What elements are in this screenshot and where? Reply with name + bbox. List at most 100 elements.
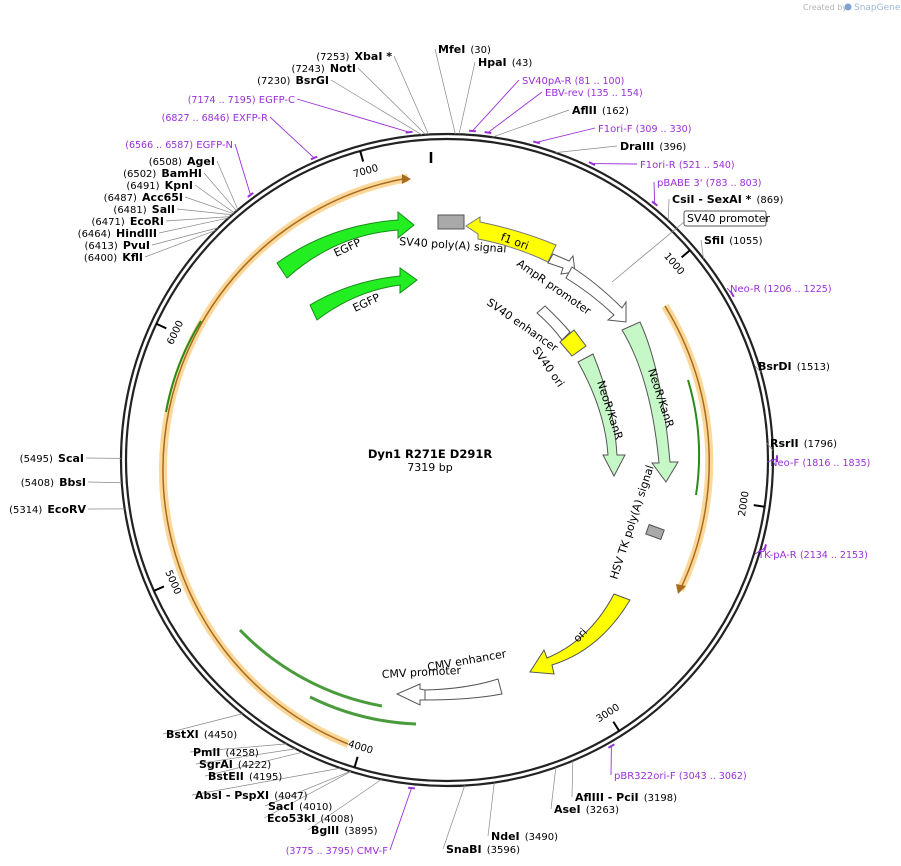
sv40-promoter-label: SV40 promoter	[687, 212, 771, 225]
site-leader	[165, 216, 231, 222]
restriction-sites: MfeI (30)HpaI (43) AflII (162) DraIII (396…	[9, 38, 837, 857]
primer-leader	[296, 98, 410, 133]
credit-brand[interactable]: SnapGene	[854, 3, 901, 13]
site-label[interactable]: SnaBI (3596)	[446, 838, 520, 857]
site-label[interactable]: BglII (3895)	[311, 819, 378, 838]
sv40-ori-box[interactable]	[559, 329, 587, 357]
sv40-polya-box[interactable]	[437, 214, 465, 230]
site-label[interactable]: AflIII - PciI (3198)	[575, 786, 677, 805]
primer-label[interactable]: (7174 .. 7195) EGFP-C	[188, 95, 295, 106]
site-leader	[195, 748, 296, 765]
sv40-promoter-arrow[interactable]	[565, 266, 627, 323]
site-leader	[555, 145, 618, 154]
site-label[interactable]: AseI (3263)	[554, 798, 619, 817]
primer-label[interactable]: pBR322ori-F (3043 .. 3062)	[614, 771, 747, 782]
site-leader	[330, 79, 423, 136]
ruler-tick	[680, 249, 691, 259]
primer-mark	[651, 200, 658, 207]
site-label[interactable]: (7243) NotI	[292, 57, 356, 76]
site-label[interactable]: (6481) SalI	[113, 198, 175, 217]
site-label[interactable]: (5408) BbsI	[21, 471, 86, 490]
site-label[interactable]: (6491) KpnI	[126, 174, 193, 193]
site-leader	[144, 229, 216, 258]
site-label[interactable]: (5495) ScaI	[20, 447, 84, 466]
site-label[interactable]: (6471) EcoRI	[91, 210, 164, 229]
site-label[interactable]: CsiI - SexAI * (869)	[672, 188, 783, 207]
cmv-enhancer-arrow[interactable]	[424, 678, 503, 701]
site-label[interactable]: RsrII (1796)	[770, 432, 837, 451]
snapgene-logo-icon	[844, 3, 852, 11]
site-label[interactable]: (5314) EcoRV	[9, 498, 86, 517]
site-label[interactable]: NdeI (3490)	[491, 825, 558, 844]
egfp-arrow-outer[interactable]	[276, 210, 415, 279]
site-leader	[434, 48, 456, 135]
cmv-promoter-arrow[interactable]	[395, 683, 426, 706]
site-label[interactable]: BstEII (4195)	[208, 765, 282, 784]
site-leader	[263, 771, 352, 819]
site-leader	[700, 239, 704, 259]
site-label[interactable]: (7253) XbaI *	[316, 45, 392, 64]
neor-arrow-inner[interactable]	[577, 353, 626, 478]
primer-mark	[588, 161, 596, 166]
hsv-tk-polya-box[interactable]	[645, 523, 665, 541]
primer-label[interactable]: SV40pA-R (81 .. 100)	[522, 76, 624, 87]
ruler-label: 6000	[165, 319, 186, 347]
site-leader	[393, 55, 429, 135]
orf-inner-arc-left	[165, 320, 202, 413]
site-leader	[176, 208, 233, 216]
site-label[interactable]: (6502) BamHI	[123, 162, 202, 181]
site-label[interactable]: (6413) PvuI	[84, 234, 150, 253]
site-leader	[194, 184, 235, 214]
site-label[interactable]: DraIII (396)	[620, 135, 686, 154]
f1-ori-arrow[interactable]	[465, 216, 557, 263]
site-label[interactable]: (6487) Acc65I	[104, 186, 183, 205]
primer-sites: SV40pA-R (81 .. 100)EBV-rev (135 .. 154)…	[125, 76, 870, 857]
orf-inner-arc-right	[687, 379, 701, 496]
primer-label[interactable]: F1ori-R (521 .. 540)	[640, 160, 735, 171]
primer-label[interactable]: (6566 .. 6587) EGFP-N	[125, 140, 233, 151]
primer-label[interactable]: Neo-R (1206 .. 1225)	[730, 284, 832, 295]
primer-mark	[310, 155, 318, 161]
egfp-arrow-inner[interactable]	[309, 267, 418, 321]
site-leader	[766, 442, 774, 451]
primer-label[interactable]: pBABE 3' (783 .. 803)	[657, 178, 761, 189]
site-label[interactable]: PmlI (4258)	[193, 741, 259, 760]
primer-label[interactable]: Neo-F (1816 .. 1835)	[770, 458, 870, 469]
site-leader	[754, 365, 762, 373]
cmv-promoter-label: CMV promoter	[381, 664, 461, 681]
orf-arc-left-line	[162, 177, 409, 745]
orf-inner-arc-bottom	[238, 628, 383, 708]
primer-label[interactable]: F1ori-F (309 .. 330)	[598, 124, 691, 135]
site-label[interactable]: SfiI (1055)	[704, 229, 763, 248]
site-label[interactable]: MfeI (30)	[438, 38, 491, 57]
site-label[interactable]: Eco53kI (4008)	[267, 807, 354, 826]
credit-prefix: Created by	[803, 3, 847, 12]
primer-label[interactable]: EBV-rev (135 .. 154)	[545, 88, 643, 99]
primer-label[interactable]: TK-pA-R (2134 .. 2153)	[757, 550, 868, 561]
sv40-enhancer-arrow[interactable]	[536, 305, 571, 341]
primer-label[interactable]: (3775 .. 3795) CMV-F	[286, 846, 389, 857]
neor-arrow-outer[interactable]	[621, 321, 679, 483]
ampr-promoter-arrow[interactable]	[547, 253, 576, 275]
site-label[interactable]: SgrAI (4222)	[199, 753, 271, 772]
site-label[interactable]: SacI (4010)	[268, 795, 332, 814]
site-label[interactable]: AflII (162)	[572, 99, 629, 118]
site-leader	[151, 227, 219, 246]
ruler-label: 7000	[352, 163, 379, 180]
site-leader	[571, 760, 574, 798]
site-label[interactable]: BstXI (4450)	[166, 723, 237, 742]
site-leader	[492, 109, 570, 138]
site-label[interactable]: (6508) AgeI	[149, 150, 215, 169]
ori-arrow[interactable]	[529, 593, 631, 675]
primer-leader	[472, 79, 520, 132]
site-label[interactable]: AbsI - PspXI (4047)	[195, 784, 308, 803]
primer-label[interactable]: (6827 .. 6846) EXFP-R	[162, 113, 268, 124]
site-label[interactable]: (7230) BsrGI	[257, 69, 329, 88]
site-label[interactable]: BsrDI (1513)	[758, 355, 830, 374]
primer-leader	[269, 116, 315, 159]
site-label[interactable]: (6400) KflI	[84, 246, 143, 265]
site-label[interactable]: (6464) HindIII	[78, 222, 157, 241]
ruler-label: 3000	[594, 702, 621, 725]
site-leader	[203, 172, 237, 212]
site-label[interactable]: HpaI (43)	[478, 51, 532, 70]
